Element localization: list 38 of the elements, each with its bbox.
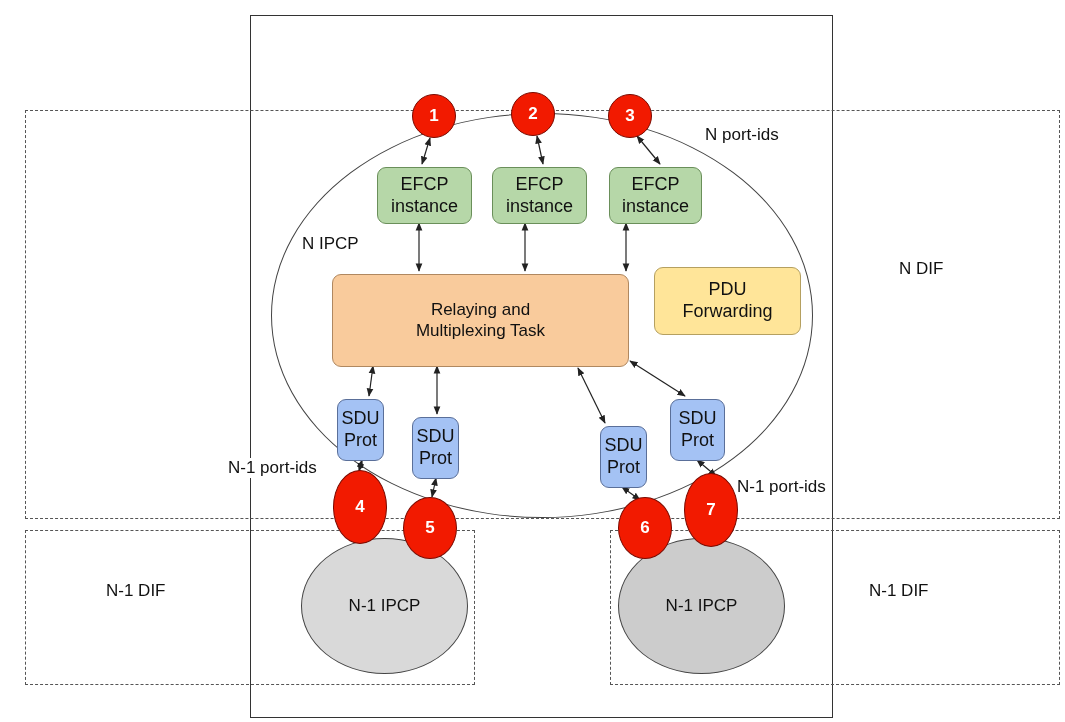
process-box: SDU Prot <box>412 417 459 479</box>
ellipse-label: N-1 IPCP <box>665 596 738 616</box>
process-box: SDU Prot <box>670 399 725 461</box>
region-label: N-1 DIF <box>869 581 929 601</box>
process-box: SDU Prot <box>337 399 384 461</box>
port-circle: 3 <box>608 94 652 138</box>
ellipse-label: N-1 IPCP <box>348 596 421 616</box>
process-box: EFCP instance <box>609 167 702 224</box>
arrow <box>521 222 529 272</box>
port-ids-label: N-1 port-ids <box>737 477 826 497</box>
arrow <box>629 360 686 397</box>
process-box: PDU Forwarding <box>654 267 801 335</box>
arrow <box>577 367 606 424</box>
port-circle: 1 <box>412 94 456 138</box>
port-ids-label: N port-ids <box>705 125 779 145</box>
arrow <box>356 459 365 472</box>
port-circle: 5 <box>403 497 457 559</box>
arrow <box>621 486 641 501</box>
arrow <box>622 222 630 272</box>
process-box: EFCP instance <box>492 167 587 224</box>
port-circle: 4 <box>333 470 387 544</box>
region-label: N DIF <box>899 259 944 279</box>
process-box: SDU Prot <box>600 426 647 488</box>
arrow <box>636 135 661 165</box>
port-circle: 6 <box>618 497 672 559</box>
port-circle: 7 <box>684 473 738 547</box>
process-box: Relaying and Multiplexing Task <box>332 274 629 367</box>
port-circle: 2 <box>511 92 555 136</box>
process-box: EFCP instance <box>377 167 472 224</box>
port-ids-label: N-1 port-ids <box>228 458 317 478</box>
arrow <box>433 365 441 415</box>
arrow <box>430 477 438 498</box>
ellipse-label: N IPCP <box>302 234 359 254</box>
region-label: N-1 DIF <box>106 581 166 601</box>
arrow <box>421 137 431 165</box>
arrow <box>415 222 423 272</box>
arrow <box>535 135 545 165</box>
arrow <box>366 365 376 397</box>
